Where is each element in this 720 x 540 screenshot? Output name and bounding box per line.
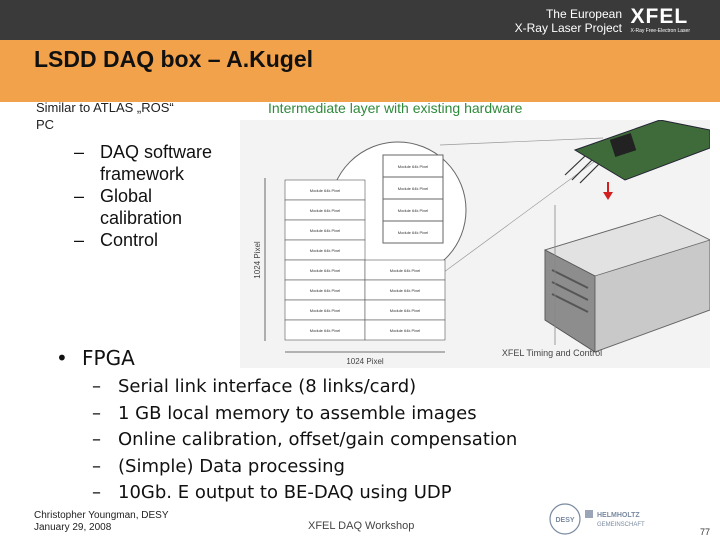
dash: – [74,186,85,206]
header-bar: The European X-Ray Laser Project XFEL X-… [0,0,720,40]
fiber-cable [579,163,600,184]
grid-cell-label: Module 64k Pixel [390,268,421,273]
dash: – [92,482,101,503]
helmholtz-logo-icon [585,510,593,518]
intermediate-caption: Intermediate layer with existing hardwar… [268,100,523,116]
sub-item: –DAQ software [74,141,212,163]
grid-cell [364,319,446,341]
horizontal-dimension-label: 1024 Pixel [346,357,384,366]
fpga-item-text: Serial link interface (8 links/card) [118,376,417,397]
grid-cell-label: Module 64k Pixel [310,328,341,333]
pc-drive-slot [551,269,589,289]
sub-item: calibration [74,207,212,229]
zoom-line [439,137,604,146]
daq-hardware-pc [543,214,710,353]
fpga-card-board [573,120,710,181]
desy-logo-icon [549,503,581,535]
tagline-line1: The European [545,7,622,21]
fpga-item: –(Simple) Data processing [92,454,517,481]
fpga-chip [609,133,637,157]
grid-cell-label: Module 64k Pixel [390,328,421,333]
fpga-card [564,120,710,184]
module-label: Module 64k Pixel [398,230,429,235]
xfel-logo: XFEL X-Ray Free-Electron Laser [630,5,690,35]
desy-logo-text: DESY [555,517,574,524]
fiber-cable [571,159,593,181]
footer-logos: DESY HELMHOLTZ GEMEINSCHAFT [549,503,645,535]
similar-line1: Similar to ATLAS „ROS“ [36,100,174,115]
grid-cell-label: Module 64k Pixel [310,248,341,253]
grid-cell-label: Module 64k Pixel [310,308,341,313]
sub-item-text: calibration [100,208,183,228]
dash: – [92,455,101,477]
sub-item: –Control [74,229,212,251]
fpga-item: –Serial link interface (8 links/card) [92,374,517,401]
grid-cell-label: Module 64k Pixel [310,228,341,233]
fpga-item-text: 10Gb. E output to BE-DAQ using UDP [118,482,452,503]
sub-item-text: framework [100,164,185,184]
tagline-line2: X-Ray Laser Project [514,21,622,35]
timing-arrow-head [603,192,613,200]
dash: – [92,429,101,450]
footer-author: Christopher Youngman, DESY January 29, 2… [34,510,169,534]
grid-cell-label: Module 64k Pixel [310,208,341,213]
fpga-item-text: (Simple) Data processing [118,455,345,477]
pc-front [544,249,596,353]
grid-cell-label: Module 64k Pixel [310,188,341,193]
pc-drive-slot [551,281,589,301]
dash: – [74,230,85,250]
grid-cell-label: Module 64k Pixel [310,268,341,273]
helmholtz-text-1: HELMHOLTZ [597,512,640,519]
similar-line2: PC [36,117,55,132]
detector-hardware-figure: Module 64k Pixel Module 64k Pixel Module… [240,120,710,368]
sub-item-text: Global [100,186,153,206]
similar-text: Similar to ATLAS „ROS“ PC [36,99,246,133]
vertical-dimension-label: 1024 Pixel [253,241,262,279]
module-label: Module 64k Pixel [398,164,429,169]
grid-cell-label: Module 64k Pixel [390,308,421,313]
pc-drive-slot [551,293,589,313]
author-name: Christopher Youngman, DESY [34,510,169,521]
sub-item-text: DAQ software [100,142,213,162]
sub-bullet-list: –DAQ software framework –Global calibrat… [74,141,212,251]
sub-item-text: Control [100,230,159,250]
fpga-bullet-list: –Serial link interface (8 links/card) –1… [92,374,517,507]
header-tagline: The European X-Ray Laser Project [515,7,622,35]
module-label: Module 64k Pixel [398,208,429,213]
page-number: 77 [700,527,711,537]
module-box [382,220,444,244]
footer-date: January 29, 2008 [34,522,112,533]
footer-event: XFEL DAQ Workshop [308,520,415,532]
sub-item: –Global [74,185,212,207]
dash: – [92,376,101,397]
sub-item: framework [74,163,212,185]
slide-title: LSDD DAQ box – A.Kugel [34,46,313,72]
fpga-item: –10Gb. E output to BE-DAQ using UDP [92,480,517,507]
module-label: Module 64k Pixel [398,186,429,191]
fpga-item: –1 GB local memory to assemble images [92,401,517,428]
fpga-item-text: 1 GB local memory to assemble images [118,402,477,424]
fpga-item: –Online calibration, offset/gain compens… [92,427,517,454]
xfel-logo-subtext: X-Ray Free-Electron Laser [630,28,690,34]
grid-cell-label: Module 64k Pixel [390,288,421,293]
helmholtz-text-2: GEMEINSCHAFT [597,522,645,528]
xfel-logo-text: XFEL [630,5,689,28]
fiber-cable [564,155,586,176]
module-grid: Module 64k Pixel Module 64k Pixel Module… [284,179,446,341]
grid-cell-label: Module 64k Pixel [310,288,341,293]
fpga-item-text: Online calibration, offset/gain compensa… [118,429,518,450]
timing-control-label: XFEL Timing and Control [502,348,602,358]
dash: – [92,402,101,424]
title-band [0,40,720,102]
bullet: • [56,346,68,370]
fpga-label: FPGA [82,346,135,370]
dash: – [74,142,85,162]
